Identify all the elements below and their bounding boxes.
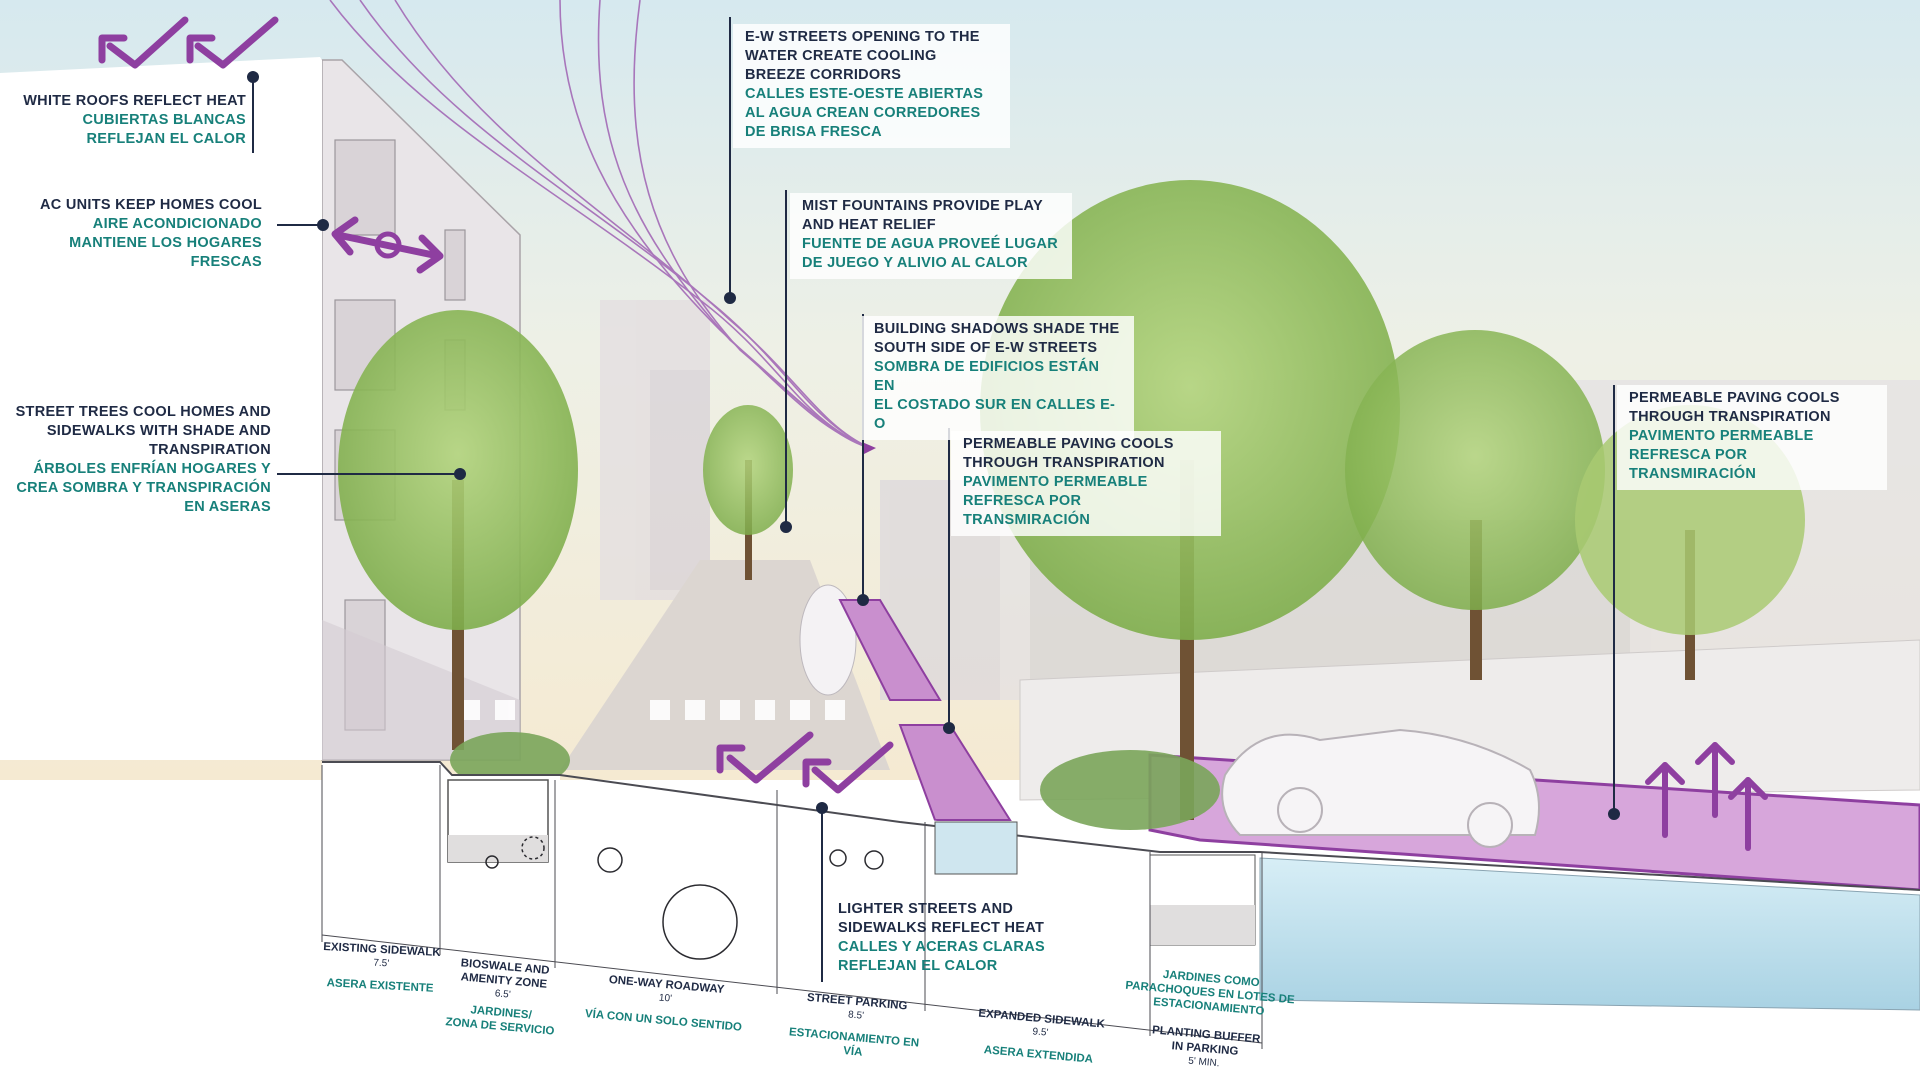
dim-existing-sidewalk: EXISTING SIDEWALK 7.5' ASERA EXISTENTE bbox=[315, 940, 447, 997]
callout-en: LIGHTER STREETS AND bbox=[838, 901, 1014, 917]
callout-en: PERMEABLE PAVING COOLS bbox=[1629, 390, 1840, 406]
callout-permeable-center: PERMEABLE PAVING COOLS THROUGH TRANSPIRA… bbox=[951, 431, 1221, 536]
callout-white-roofs: WHITE ROOFS REFLECT HEAT CUBIERTAS BLANC… bbox=[14, 92, 246, 149]
parked-car bbox=[1221, 728, 1540, 848]
callout-en: BREEZE CORRIDORS bbox=[745, 67, 902, 83]
callout-es: FUENTE DE AGUA PROVEÉ LUGAR bbox=[802, 236, 1058, 252]
callout-es: MANTIENE LOS HOGARES FRESCAS bbox=[69, 235, 262, 270]
callout-en: WHITE ROOFS REFLECT HEAT bbox=[23, 93, 246, 109]
checkmark-arrow-icon bbox=[98, 16, 894, 794]
up-arrow-icon bbox=[1645, 742, 1768, 851]
callout-es: CREA SOMBRA Y TRANSPIRACIÓN bbox=[16, 480, 271, 496]
callout-es: REFLEJAN EL CALOR bbox=[86, 131, 246, 147]
breeze-lines-icon bbox=[329, 0, 871, 449]
permeable-sidewalk-strip bbox=[898, 724, 1012, 821]
callout-en: THROUGH TRANSPIRATION bbox=[963, 455, 1165, 471]
callout-es: EL COSTADO SUR EN CALLES E-O bbox=[874, 397, 1116, 432]
callout-es: ÁRBOLES ENFRÍAN HOGARES Y bbox=[33, 461, 271, 477]
callout-lighter-streets: LIGHTER STREETS AND SIDEWALKS REFLECT HE… bbox=[838, 900, 1068, 976]
callout-es: CALLES ESTE-OESTE ABIERTAS bbox=[745, 86, 984, 102]
callout-es: DE BRISA FRESCA bbox=[745, 124, 882, 140]
callout-es: AIRE ACONDICIONADO bbox=[92, 216, 262, 232]
callout-ew-streets: E-W STREETS OPENING TO THE WATER CREATE … bbox=[733, 24, 1010, 148]
callout-es: REFRESCA POR TRANSMIRACIÓN bbox=[963, 493, 1091, 528]
crosswalk bbox=[460, 700, 845, 720]
dim-bioswale: BIOSWALE AND AMENITY ZONE 6.5' JARDINES/… bbox=[437, 955, 568, 1040]
callout-es: CALLES Y ACERAS CLARAS bbox=[838, 939, 1045, 955]
callout-en: MIST FOUNTAINS PROVIDE PLAY bbox=[802, 198, 1043, 214]
callout-es: PAVIMENTO PERMEABLE bbox=[1629, 428, 1814, 444]
callout-en: WATER CREATE COOLING bbox=[745, 48, 937, 64]
callout-ac-units: AC UNITS KEEP HOMES COOL AIRE ACONDICION… bbox=[4, 196, 262, 272]
callout-es: CUBIERTAS BLANCAS bbox=[82, 112, 246, 128]
callout-en: SIDEWALKS WITH SHADE AND bbox=[46, 423, 271, 439]
callout-es: SOMBRA DE EDIFICIOS ESTÁN EN bbox=[874, 359, 1100, 394]
water-basin bbox=[1259, 857, 1920, 1011]
utility-pipes bbox=[485, 836, 884, 960]
double-arrow-icon bbox=[331, 216, 444, 274]
dimension-line bbox=[321, 765, 1263, 1049]
parked-car-distant bbox=[799, 584, 857, 696]
callout-es: REFRESCA POR TRANSMIRACIÓN bbox=[1629, 447, 1757, 482]
callout-es: PAVIMENTO PERMEABLE bbox=[963, 474, 1148, 490]
callout-en: STREET TREES COOL HOMES AND bbox=[15, 404, 271, 420]
callout-en: E-W STREETS OPENING TO THE bbox=[745, 29, 980, 45]
callout-en: AC UNITS KEEP HOMES COOL bbox=[39, 197, 262, 213]
callout-permeable-right: PERMEABLE PAVING COOLS THROUGH TRANSPIRA… bbox=[1617, 385, 1887, 490]
callout-es: REFLEJAN EL CALOR bbox=[838, 958, 998, 974]
breeze-arrowhead bbox=[862, 442, 876, 455]
callout-en: SIDEWALKS REFLECT HEAT bbox=[838, 920, 1045, 936]
callout-es: EN ASERAS bbox=[184, 499, 271, 515]
callout-en: SOUTH SIDE OF E-W STREETS bbox=[874, 340, 1098, 356]
callout-en: THROUGH TRANSPIRATION bbox=[1629, 409, 1831, 425]
callout-en: AND HEAT RELIEF bbox=[802, 217, 936, 233]
dim-street-parking: STREET PARKING 8.5' ESTACIONAMIENTO EN V… bbox=[777, 989, 932, 1066]
callout-es: AL AGUA CREAN CORREDORES bbox=[745, 105, 981, 121]
callout-leaders bbox=[247, 17, 1620, 982]
callout-en: TRANSPIRATION bbox=[148, 442, 271, 458]
callout-street-trees: STREET TREES COOL HOMES AND SIDEWALKS WI… bbox=[4, 403, 271, 517]
callout-es: DE JUEGO Y ALIVIO AL CALOR bbox=[802, 255, 1028, 271]
callout-en: PERMEABLE PAVING COOLS bbox=[963, 436, 1174, 452]
callout-mist-fountains: MIST FOUNTAINS PROVIDE PLAY AND HEAT REL… bbox=[790, 193, 1072, 279]
callout-en: BUILDING SHADOWS SHADE THE bbox=[874, 321, 1120, 337]
callout-building-shadows: BUILDING SHADOWS SHADE THE SOUTH SIDE OF… bbox=[862, 316, 1134, 440]
